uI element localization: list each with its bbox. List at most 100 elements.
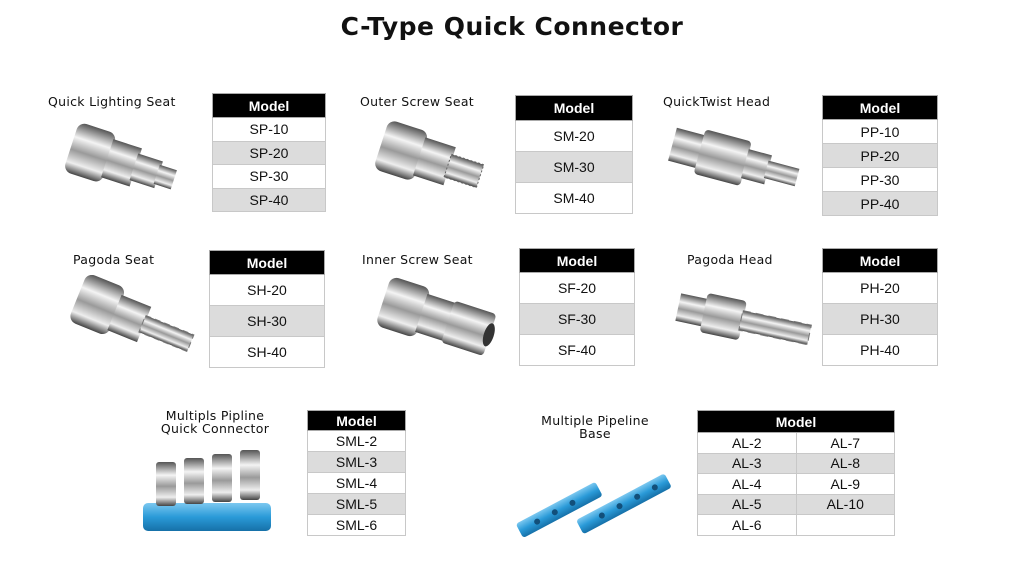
table-row: SH-30: [209, 305, 325, 337]
outer-screw-seat-image: [375, 121, 485, 189]
model-cell: SP-40: [212, 187, 326, 212]
table-row: SF-30: [519, 303, 635, 335]
model-cell: AL-9: [795, 473, 895, 495]
table-row: PP-10: [822, 119, 938, 144]
table-row: PP-40: [822, 191, 938, 216]
model-cell: [795, 514, 895, 536]
model-cell: SML-3: [307, 451, 406, 473]
model-cell: AL-2: [697, 432, 797, 454]
product-label: Outer Screw Seat: [360, 94, 475, 109]
model-cell: SH-40: [209, 336, 325, 368]
model-cell: SML-4: [307, 472, 406, 494]
table-row: SM-20: [515, 120, 633, 152]
table-row: SP-30: [212, 164, 326, 189]
label-line: Quick Connector: [160, 421, 270, 436]
model-cell: PP-40: [822, 191, 938, 216]
model-header: Model: [822, 248, 938, 273]
model-cell: SF-40: [519, 334, 635, 366]
model-cell: SP-10: [212, 117, 326, 142]
table-row: SF-20: [519, 272, 635, 304]
model-cell: PP-10: [822, 119, 938, 144]
table-row: SML-3: [307, 451, 406, 473]
product-label: QuickTwist Head: [663, 94, 771, 109]
table-row: SP-20: [212, 140, 326, 165]
quicktwist-head-image: [668, 127, 800, 187]
table-row: SH-20: [209, 274, 325, 306]
table-row: SML-6: [307, 514, 406, 536]
multiple-pipeline-quick-connector-image: [143, 450, 271, 531]
model-cell: AL-4: [697, 473, 797, 495]
model-cell: PH-40: [822, 334, 938, 366]
label-line: Base: [579, 426, 611, 441]
model-cell: SM-20: [515, 120, 633, 152]
table-row: SP-10: [212, 117, 326, 142]
table-row: SML-4: [307, 472, 406, 494]
table-row: SML-5: [307, 493, 406, 515]
page-title: C-Type Quick Connector: [340, 12, 684, 41]
model-cell: AL-5: [697, 493, 797, 515]
model-cell: PH-20: [822, 272, 938, 304]
model-cell: PP-30: [822, 167, 938, 192]
model-cell: AL-10: [795, 493, 895, 515]
label-line: Multipls Pipline: [165, 408, 265, 423]
table-row: SM-40: [515, 182, 633, 214]
model-cell: SP-20: [212, 140, 326, 165]
pagoda-seat-image: [70, 275, 195, 353]
model-cell: AL-3: [697, 452, 797, 474]
table-row: SML-2: [307, 430, 406, 452]
model-cell: SML-6: [307, 514, 406, 536]
table-row: SP-40: [212, 187, 326, 212]
model-header: Model: [515, 95, 633, 121]
model-cell: AL-6: [697, 514, 797, 536]
table-row: PH-30: [822, 303, 938, 335]
table-row: SF-40: [519, 334, 635, 366]
table-row: PP-20: [822, 143, 938, 168]
multiple-pipeline-base-image: [516, 474, 671, 538]
product-label: Pagoda Seat: [73, 252, 155, 267]
model-cell: SML-5: [307, 493, 406, 515]
model-cell: AL-8: [795, 452, 895, 474]
model-cell: SF-30: [519, 303, 635, 335]
product-label: Quick Lighting Seat: [48, 94, 176, 109]
table-row: SH-40: [209, 336, 325, 368]
table-row: AL-6: [697, 514, 895, 536]
table-row: SM-30: [515, 151, 633, 183]
table-row: PP-30: [822, 167, 938, 192]
model-header: Model: [697, 410, 895, 433]
label-line: Multiple Pipeline: [541, 413, 649, 428]
model-cell: PH-30: [822, 303, 938, 335]
model-cell: SML-2: [307, 430, 406, 452]
model-header: Model: [519, 248, 635, 273]
model-cell: SM-30: [515, 151, 633, 183]
model-cell: AL-7: [795, 432, 895, 454]
product-label: Pagoda Head: [687, 252, 773, 267]
pagoda-head-image: [675, 293, 813, 346]
model-cell: SH-30: [209, 305, 325, 337]
model-cell: SP-30: [212, 164, 326, 189]
product-label: Inner Screw Seat: [362, 252, 473, 267]
model-cell: SM-40: [515, 182, 633, 214]
inner-screw-seat-image: [377, 277, 496, 356]
model-header: Model: [822, 95, 938, 120]
model-cell: SH-20: [209, 274, 325, 306]
model-header: Model: [212, 93, 326, 118]
table-row: PH-40: [822, 334, 938, 366]
table-row: PH-20: [822, 272, 938, 304]
model-cell: SF-20: [519, 272, 635, 304]
quick-lighting-seat-image: [65, 123, 177, 190]
model-header: Model: [209, 250, 325, 275]
model-cell: PP-20: [822, 143, 938, 168]
